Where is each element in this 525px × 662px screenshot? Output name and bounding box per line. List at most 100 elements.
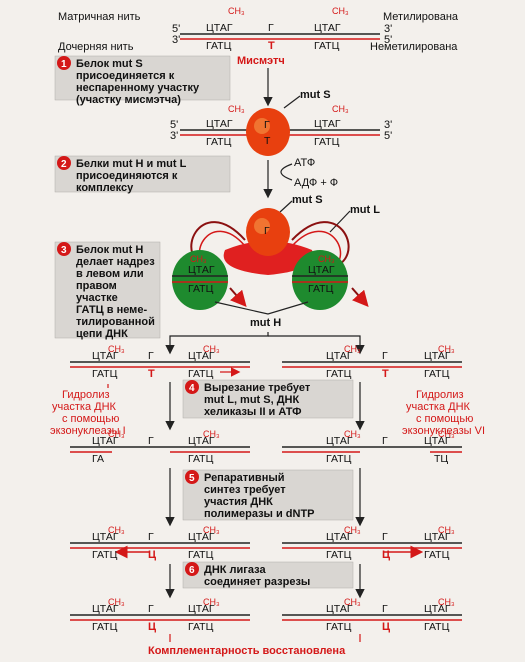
step-3-text-5: участке bbox=[76, 292, 118, 304]
seq-tc-right: ТЦ bbox=[434, 453, 448, 465]
svg-text:CH₃: CH₃ bbox=[108, 344, 125, 354]
five-prime-bottom-right: 5' bbox=[384, 34, 392, 46]
base-t-mismatch: Т bbox=[268, 40, 275, 52]
step-2-badge bbox=[57, 156, 71, 170]
svg-text:CH₃: CH₃ bbox=[108, 429, 125, 439]
svg-text:ГАТЦ: ГАТЦ bbox=[326, 453, 352, 465]
step-3-text-7: тилированной bbox=[76, 316, 155, 328]
svg-text:5: 5 bbox=[189, 473, 195, 484]
svg-text:CH₃: CH₃ bbox=[344, 597, 361, 607]
svg-text:ГАТЦ: ГАТЦ bbox=[92, 549, 118, 561]
hydrolysis-right-2: участка ДНК bbox=[406, 401, 471, 413]
svg-text:Ц: Ц bbox=[148, 621, 156, 633]
svg-text:ЦТАГ: ЦТАГ bbox=[188, 531, 215, 543]
step-2-text-1: Белки mut H и mut L bbox=[76, 158, 187, 170]
three-prime-row2: 3' bbox=[170, 130, 178, 142]
complementarity-restored: Комплементарность восстановлена bbox=[148, 645, 346, 657]
step-2-text-3: комплексу bbox=[76, 182, 134, 194]
mut-h-protein-right bbox=[292, 250, 348, 310]
svg-text:1: 1 bbox=[61, 59, 67, 70]
svg-text:ГАТЦ: ГАТЦ bbox=[308, 283, 334, 295]
svg-text:ГАТЦ: ГАТЦ bbox=[424, 621, 450, 633]
svg-text:Г: Г bbox=[264, 225, 270, 237]
svg-text:ГАТЦ: ГАТЦ bbox=[92, 368, 118, 380]
svg-text:Ц: Ц bbox=[148, 549, 156, 561]
svg-text:CH₃: CH₃ bbox=[344, 344, 361, 354]
hydrolysis-left-3: с помощью bbox=[62, 413, 119, 425]
svg-text:ЦТАГ: ЦТАГ bbox=[308, 264, 335, 276]
daughter-strand-label: Дочерняя нить bbox=[58, 41, 134, 53]
svg-text:ЦТАГ: ЦТАГ bbox=[92, 350, 119, 362]
ch3-green-left: CH₃ bbox=[190, 254, 207, 264]
svg-text:ГАТЦ: ГАТЦ bbox=[314, 136, 340, 148]
three-prime-top-right: 3' bbox=[384, 23, 392, 35]
mut-h-protein-left bbox=[172, 250, 228, 310]
svg-text:ЦТАГ: ЦТАГ bbox=[188, 435, 215, 447]
svg-text:Г: Г bbox=[264, 119, 270, 131]
step-1-text-4: (участку мисмэтча) bbox=[76, 94, 181, 106]
step-6-box bbox=[182, 561, 354, 589]
three-prime-row2-right: 3' bbox=[384, 119, 392, 131]
step-5-box bbox=[182, 469, 354, 521]
step-2-text-2: присоединяются к bbox=[76, 170, 178, 182]
step-3-text-4: правом bbox=[76, 280, 117, 292]
step-5-badge bbox=[185, 470, 199, 484]
svg-text:Г: Г bbox=[148, 350, 154, 362]
unmethylated-label: Неметилирована bbox=[370, 41, 458, 53]
svg-text:ЦТАГ: ЦТАГ bbox=[326, 603, 353, 615]
step-6-text-1: ДНК лигаза bbox=[204, 564, 266, 576]
step-1-text-1: Белок mut S bbox=[76, 58, 143, 70]
svg-text:CH₃: CH₃ bbox=[438, 344, 455, 354]
step-4-box bbox=[182, 379, 354, 419]
svg-text:Г: Г bbox=[148, 531, 154, 543]
svg-text:ГАТЦ: ГАТЦ bbox=[188, 453, 214, 465]
svg-text:ЦТАГ: ЦТАГ bbox=[188, 603, 215, 615]
svg-text:ЦТАГ: ЦТАГ bbox=[92, 531, 119, 543]
svg-text:CH₃: CH₃ bbox=[438, 597, 455, 607]
svg-text:CH₃: CH₃ bbox=[344, 525, 361, 535]
hydrolysis-right-1: Гидролиз bbox=[416, 389, 464, 401]
svg-text:ЦТАГ: ЦТАГ bbox=[92, 603, 119, 615]
svg-text:Ц: Ц bbox=[382, 621, 390, 633]
step-3-text-3: в левом или bbox=[76, 268, 144, 280]
svg-text:Г: Г bbox=[382, 350, 388, 362]
methylated-label: Метилирована bbox=[383, 11, 459, 23]
step-1-text-3: неспаренному участку bbox=[76, 82, 200, 94]
svg-text:CH₃: CH₃ bbox=[203, 525, 220, 535]
svg-text:ГАТЦ: ГАТЦ bbox=[188, 283, 214, 295]
hydrolysis-left-1: Гидролиз bbox=[62, 389, 110, 401]
svg-text:ЦТАГ: ЦТАГ bbox=[92, 435, 119, 447]
step-5-text-4: полимеразы и dNTP bbox=[204, 508, 315, 520]
svg-text:ЦТАГ: ЦТАГ bbox=[424, 350, 451, 362]
step-3-text-2: делает надрез bbox=[76, 256, 155, 268]
svg-text:ГАТЦ: ГАТЦ bbox=[326, 368, 352, 380]
step-4-text-2: mut L, mut S, ДНК bbox=[204, 394, 299, 406]
hydrolysis-left-4: экзонуклеазы I bbox=[50, 425, 126, 437]
step-3-badge bbox=[57, 242, 71, 256]
mut-h-label: mut H bbox=[250, 317, 281, 329]
five-prime-row2: 5' bbox=[170, 119, 178, 131]
seq-gatc-bottom-right: ГАТЦ bbox=[314, 40, 340, 52]
svg-text:ГАТЦ: ГАТЦ bbox=[92, 621, 118, 633]
svg-text:2: 2 bbox=[61, 159, 67, 170]
svg-text:CH₃: CH₃ bbox=[203, 429, 220, 439]
step-4-text-3: хеликазы II и АТФ bbox=[204, 406, 301, 418]
svg-text:ГАТЦ: ГАТЦ bbox=[326, 621, 352, 633]
svg-text:Г: Г bbox=[382, 531, 388, 543]
step-3-box bbox=[54, 241, 161, 339]
svg-text:CH₃: CH₃ bbox=[344, 429, 361, 439]
base-g-top: Г bbox=[268, 22, 274, 34]
svg-text:ЦТАГ: ЦТАГ bbox=[326, 350, 353, 362]
ch3-green-right: CH₃ bbox=[318, 254, 335, 264]
step-5-text-3: участия ДНК bbox=[204, 496, 273, 508]
svg-text:ЦТАГ: ЦТАГ bbox=[424, 603, 451, 615]
svg-text:ЦТАГ: ЦТАГ bbox=[188, 350, 215, 362]
svg-text:CH₃: CH₃ bbox=[203, 344, 220, 354]
ch3-row2-right: CH₃ bbox=[332, 104, 349, 114]
svg-text:CH₃: CH₃ bbox=[108, 597, 125, 607]
svg-text:ЦТАГ: ЦТАГ bbox=[326, 435, 353, 447]
step-3-text-6: ГАТЦ в неме- bbox=[76, 304, 147, 316]
three-prime-bottom: 3' bbox=[172, 34, 180, 46]
svg-text:CH₃: CH₃ bbox=[438, 525, 455, 535]
